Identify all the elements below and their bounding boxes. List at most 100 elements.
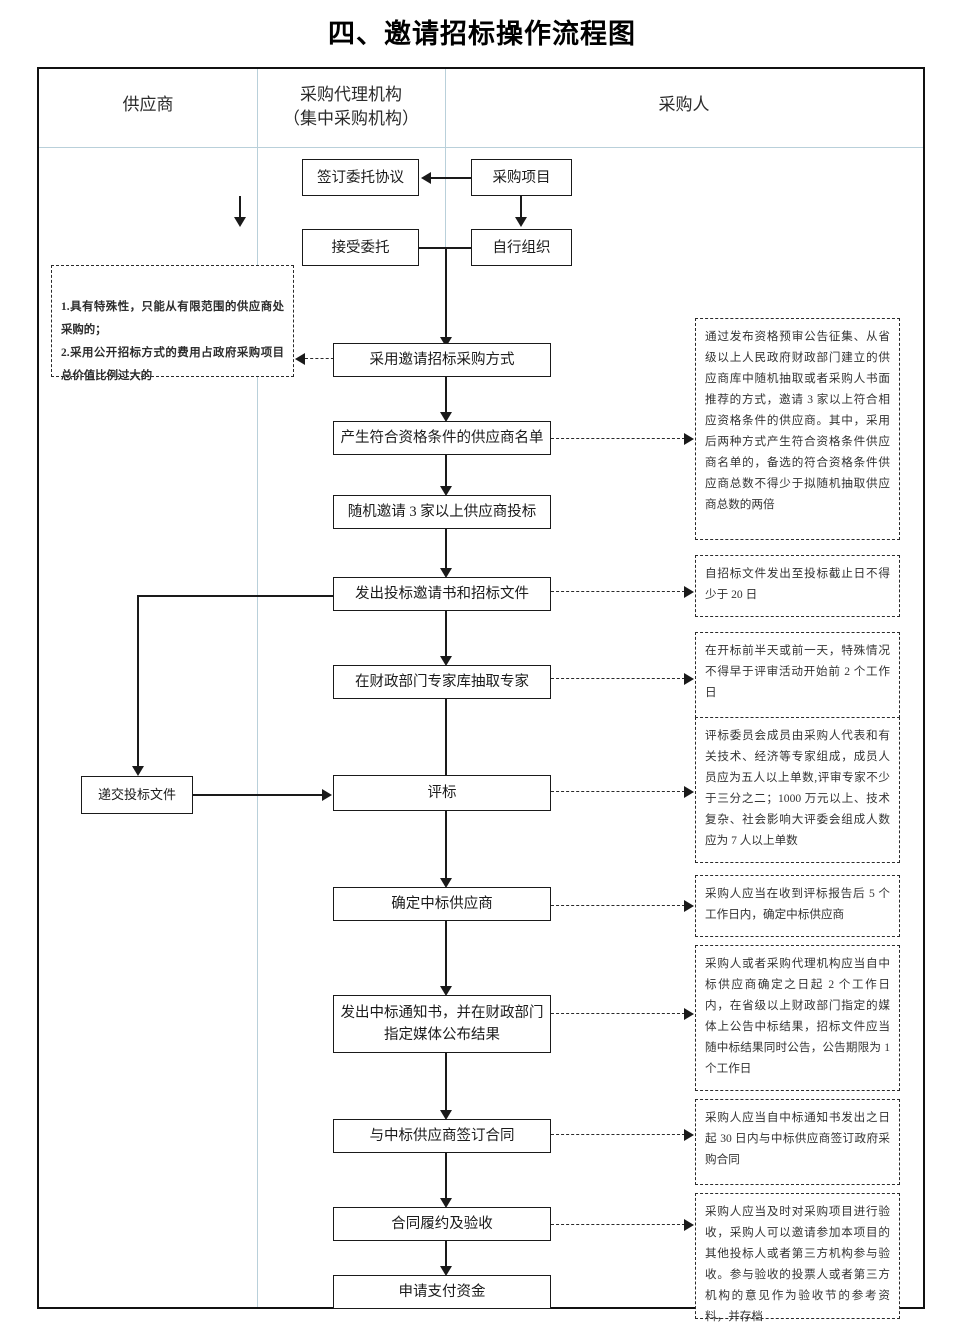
connector-project-to-self (520, 196, 522, 218)
column-header-supplier: 供应商 (39, 93, 257, 117)
connector-list-to-note (551, 438, 685, 439)
arrow-contract-to-note (684, 1129, 694, 1141)
arrow-issue-to-submit (132, 766, 144, 776)
column-header-supplier-label: 供应商 (122, 95, 174, 114)
note-invite-conditions-text: 1.具有特殊性，只能从有限范围的供应商处采购的； 2.采用公开招标方式的费用占政… (61, 301, 284, 382)
node-self-organize[interactable]: 自行组织 (471, 229, 572, 266)
column-divider-1 (257, 69, 258, 1307)
flowchart-frame: 供应商 采购代理机构 （集中采购机构） 采购人 签订委托协议 采购项目 接受委托… (37, 67, 925, 1323)
arrow-issue-to-experts (440, 656, 452, 666)
note-expert-draw-rule-text: 在开标前半天或前一天，特殊情况不得早于评审活动开始前 2 个工作日 (705, 644, 890, 699)
node-draw-experts[interactable]: 在财政部门专家库抽取专家 (333, 665, 551, 699)
connector-acceptance-to-payment (445, 1241, 447, 1269)
note-determine-winner-rule: 采购人应当在收到评标报告后 5 个工作日内，确定中标供应商 (695, 875, 900, 937)
connector-issue-to-submit-v (137, 595, 139, 769)
node-sign-entrust-label: 签订委托协议 (317, 169, 404, 186)
arrow-list-to-note (684, 433, 694, 445)
node-submit-bid-docs-label: 递交投标文件 (97, 787, 176, 802)
page-title: 四、邀请招标操作流程图 (328, 19, 636, 49)
connector-issue-to-submit-h (137, 595, 333, 597)
connector-merge-down (445, 247, 447, 347)
column-header-agency-label: 采购代理机构 (300, 85, 402, 104)
arrow-evaluation-to-winner (440, 878, 452, 888)
node-self-organize-label: 自行组织 (492, 239, 551, 256)
node-procurement-project[interactable]: 采购项目 (471, 159, 572, 196)
connector-evaluation-to-winner (445, 811, 447, 881)
node-determine-winner-label: 确定中标供应商 (391, 896, 493, 912)
arrow-invite3-to-issue (440, 568, 452, 578)
node-procurement-project-label: 采购项目 (492, 169, 551, 186)
connector-winner-to-note (551, 905, 685, 906)
connector-notice-to-note (551, 1013, 685, 1014)
connector-experts-to-evaluation (445, 699, 447, 783)
node-invite-three-suppliers[interactable]: 随机邀请 3 家以上供应商投标 (333, 495, 551, 529)
arrow-issue-to-note (684, 586, 694, 598)
node-qualified-supplier-list[interactable]: 产生符合资格条件的供应商名单 (333, 421, 551, 455)
node-apply-payment[interactable]: 申请支付资金 (333, 1275, 551, 1309)
connector-evaluation-to-note (551, 791, 685, 792)
arrow-acceptance-to-note (684, 1219, 694, 1231)
connector-winner-to-notice (445, 921, 447, 989)
node-accept-entrust[interactable]: 接受委托 (302, 229, 419, 266)
arrow-experts-to-note (684, 673, 694, 685)
connector-submit-to-evaluation (193, 794, 323, 796)
arrow-notice-to-contract (440, 1110, 452, 1120)
note-sign-contract-rule-text: 采购人应当自中标通知书发出之日起 30 日内与中标供应商签订政府采购合同 (705, 1111, 890, 1166)
note-announce-result-rule: 采购人或者采购代理机构应当自中标供应商确定之日起 2 个工作日内，在省级以上财政… (695, 945, 900, 1091)
node-determine-winner[interactable]: 确定中标供应商 (333, 887, 551, 921)
arrow-list-to-invite3 (440, 486, 452, 496)
arrow-evaluation-to-note (684, 786, 694, 798)
node-use-invite-method[interactable]: 采用邀请招标采购方式 (333, 343, 551, 377)
arrow-submit-to-evaluation (322, 789, 332, 801)
arrow-project-to-sign (421, 172, 431, 184)
connector-experts-to-note (551, 678, 685, 679)
node-bid-evaluation[interactable]: 评标 (333, 775, 551, 811)
node-accept-entrust-label: 接受委托 (331, 239, 390, 256)
connector-acceptance-to-note (551, 1224, 685, 1225)
note-sign-contract-rule: 采购人应当自中标通知书发出之日起 30 日内与中标供应商签订政府采购合同 (695, 1099, 900, 1185)
note-bid-deadline-rule-text: 自招标文件发出至投标截止日不得少于 20 日 (705, 567, 890, 601)
arrow-invite-method-to-note (295, 353, 305, 365)
connector-notice-to-contract (445, 1053, 447, 1113)
header-rule (39, 147, 923, 148)
connector-project-to-sign (431, 177, 472, 179)
column-header-purchaser-label: 采购人 (658, 95, 710, 114)
note-evaluation-committee-rule: 评标委员会成员由采购人代表和有关技术、经济等专家组成，成员人员应为五人以上单数,… (695, 717, 900, 863)
note-acceptance-rule: 采购人应当及时对采购项目进行验收，采购人可以邀请参加本项目的其他投标人或者第三方… (695, 1193, 900, 1323)
connector-list-to-invite3 (445, 455, 447, 489)
column-header-purchaser: 采购人 (445, 93, 923, 117)
note-supplier-list-rule-text: 通过发布资格预审公告征集、从省级以上人民政府财政部门建立的供应商库中随机抽取或者… (705, 330, 890, 511)
arrow-invite-to-list (440, 412, 452, 422)
node-draw-experts-label: 在财政部门专家库抽取专家 (355, 674, 529, 690)
node-issue-invitation-docs[interactable]: 发出投标邀请书和招标文件 (333, 577, 551, 611)
connector-issue-to-experts (445, 611, 447, 659)
arrow-acceptance-to-payment (440, 1266, 452, 1276)
node-bid-evaluation-label: 评标 (427, 785, 457, 801)
node-sign-contract[interactable]: 与中标供应商签订合同 (333, 1119, 551, 1153)
note-supplier-list-rule: 通过发布资格预审公告征集、从省级以上人民政府财政部门建立的供应商库中随机抽取或者… (695, 318, 900, 540)
column-header-agency: 采购代理机构 （集中采购机构） (257, 83, 445, 131)
note-bid-deadline-rule: 自招标文件发出至投标截止日不得少于 20 日 (695, 555, 900, 617)
node-issue-win-notice[interactable]: 发出中标通知书，并在财政部门指定媒体公布结果 (333, 995, 551, 1053)
connector-issue-to-note (551, 591, 685, 592)
node-sign-entrust[interactable]: 签订委托协议 (302, 159, 419, 196)
arrow-sign-to-accept (234, 217, 246, 227)
connector-contract-to-note (551, 1134, 685, 1135)
node-sign-contract-label: 与中标供应商签订合同 (369, 1128, 515, 1144)
column-header-agency-sublabel: （集中采购机构） (283, 109, 419, 128)
node-submit-bid-docs[interactable]: 递交投标文件 (81, 776, 193, 814)
note-announce-result-rule-text: 采购人或者采购代理机构应当自中标供应商确定之日起 2 个工作日内，在省级以上财政… (705, 957, 890, 1075)
note-determine-winner-rule-text: 采购人应当在收到评标报告后 5 个工作日内，确定中标供应商 (705, 887, 890, 921)
connector-invite-to-list (445, 377, 447, 415)
note-acceptance-rule-text: 采购人应当及时对采购项目进行验收，采购人可以邀请参加本项目的其他投标人或者第三方… (705, 1205, 890, 1323)
arrow-project-to-self (515, 217, 527, 227)
node-contract-performance[interactable]: 合同履约及验收 (333, 1207, 551, 1241)
connector-invite3-to-issue (445, 529, 447, 571)
arrow-winner-to-note (684, 900, 694, 912)
connector-sign-to-accept (239, 196, 241, 218)
note-expert-draw-rule: 在开标前半天或前一天，特殊情况不得早于评审活动开始前 2 个工作日 (695, 632, 900, 718)
note-invite-conditions: 1.具有特殊性，只能从有限范围的供应商处采购的； 2.采用公开招标方式的费用占政… (51, 265, 294, 382)
note-evaluation-committee-rule-text: 评标委员会成员由采购人代表和有关技术、经济等专家组成，成员人员应为五人以上单数,… (705, 729, 890, 847)
node-contract-performance-label: 合同履约及验收 (391, 1216, 493, 1232)
